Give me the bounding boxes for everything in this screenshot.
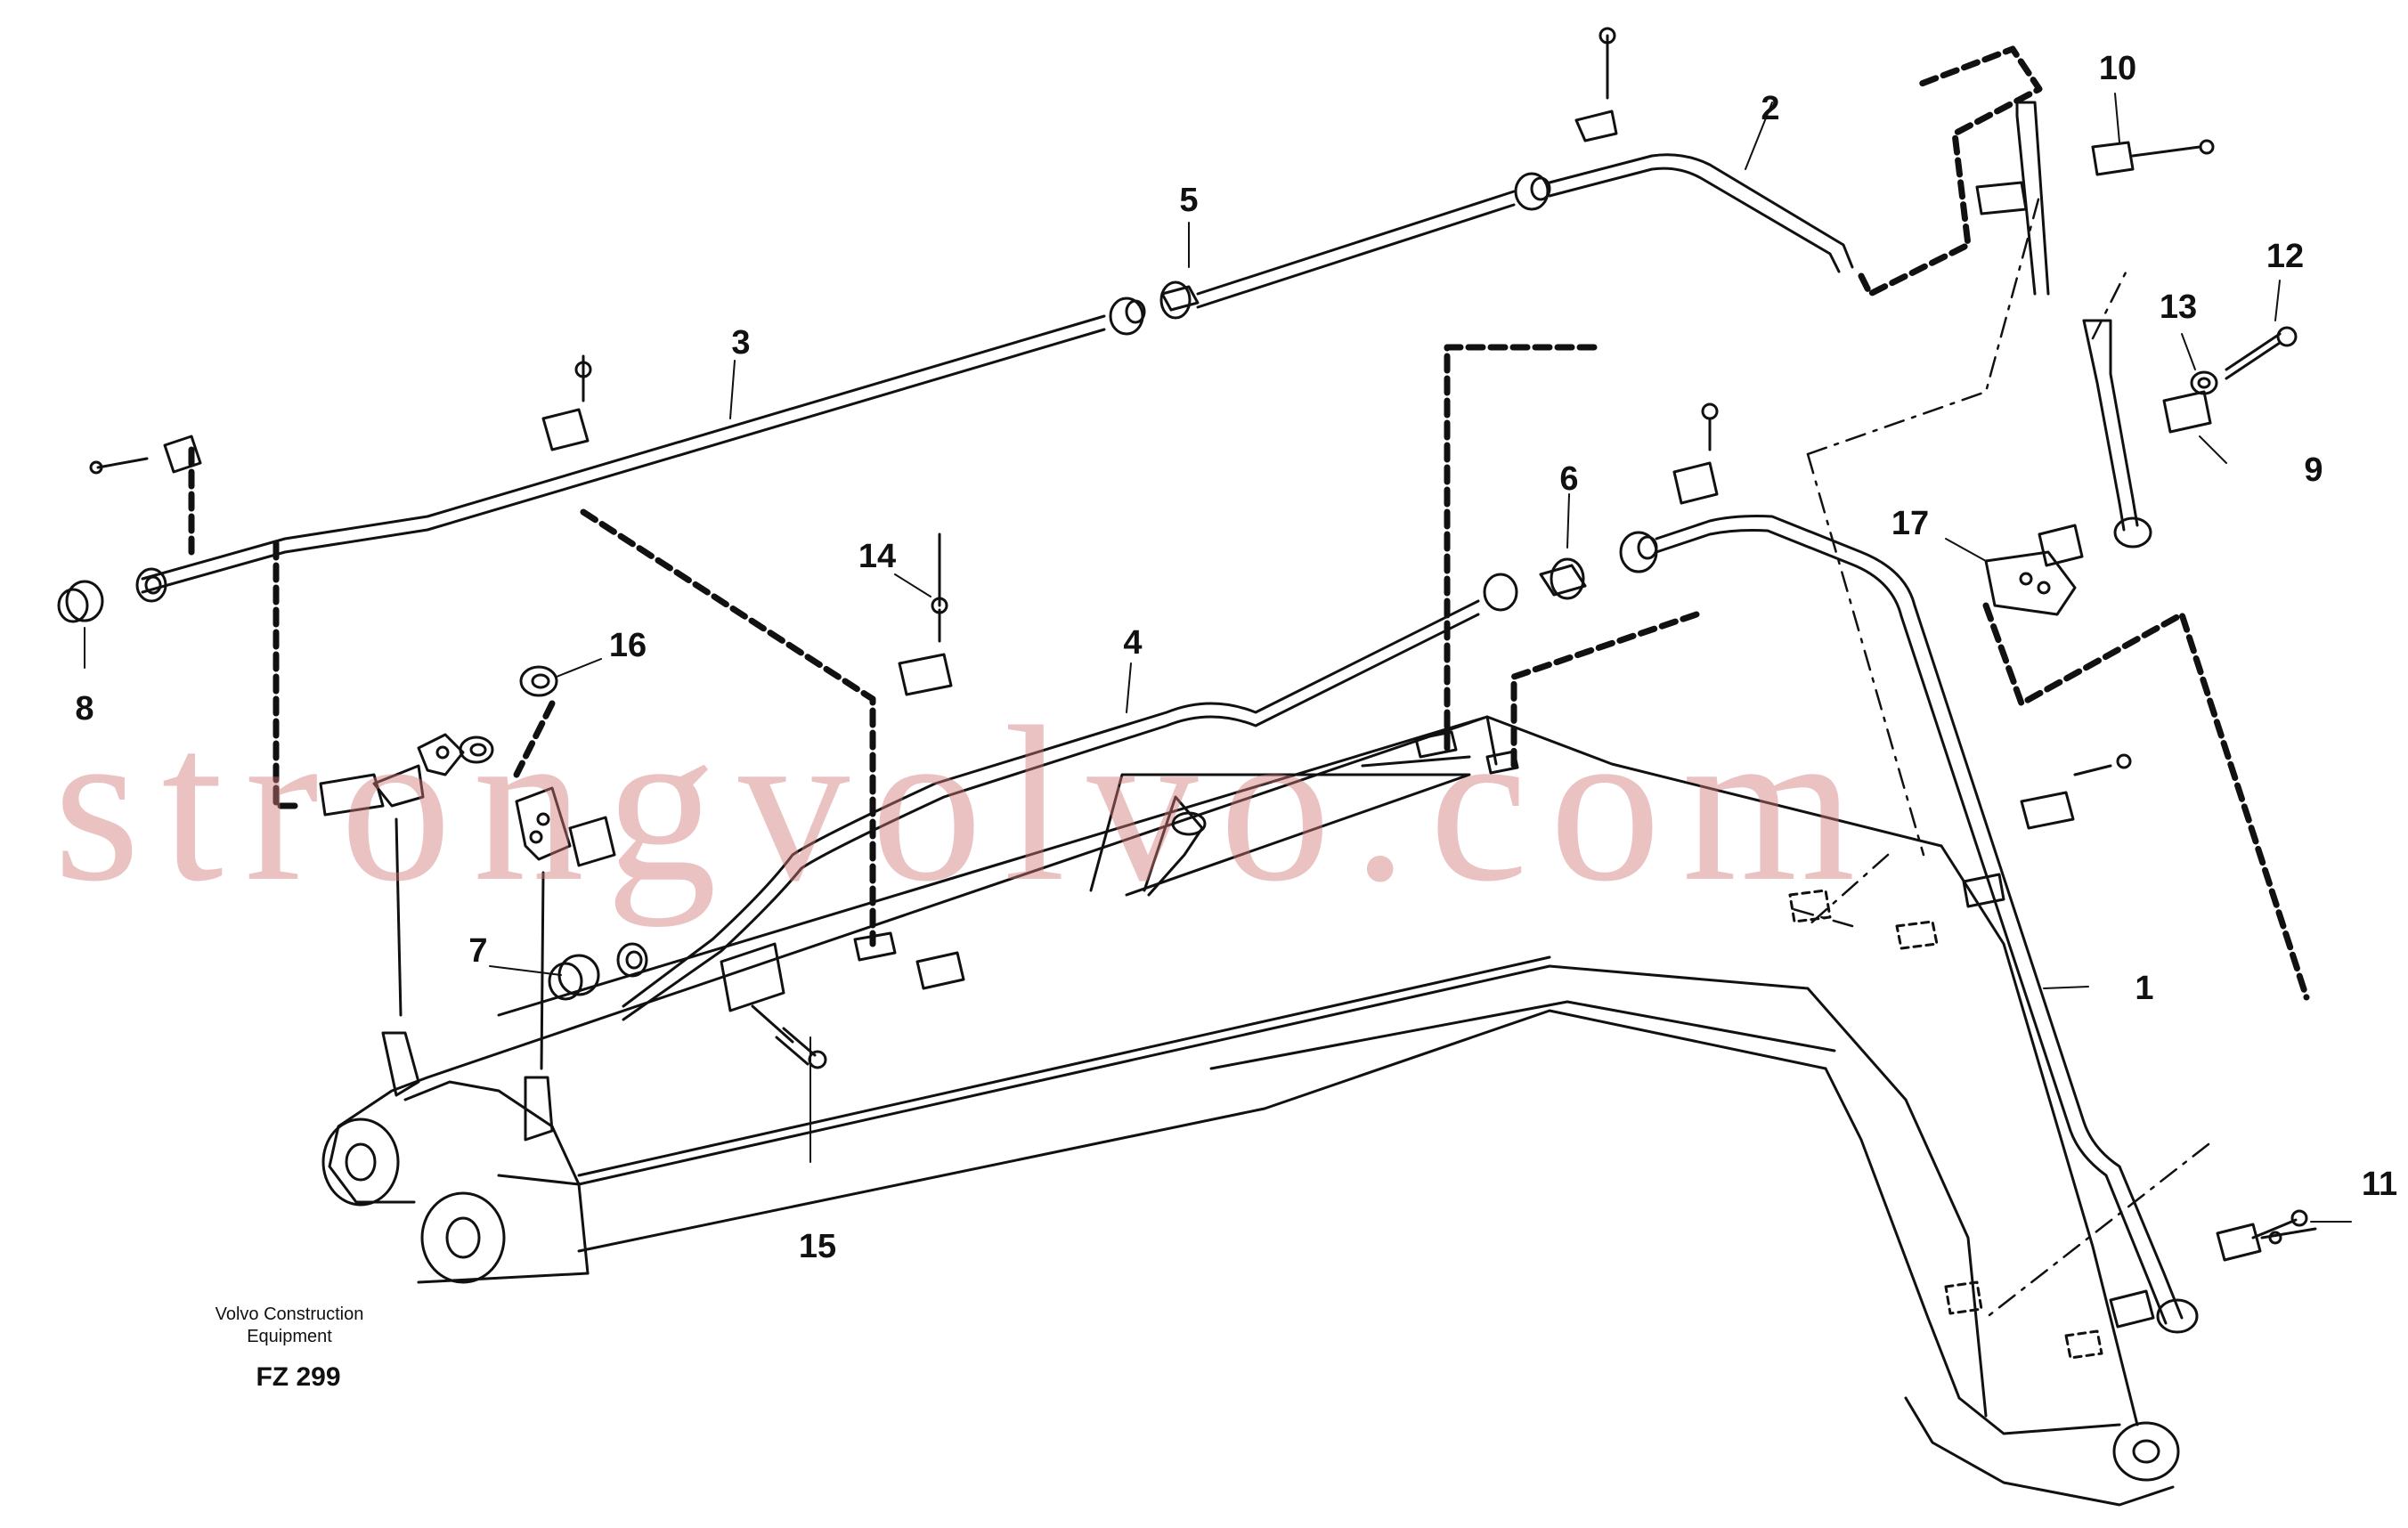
fitting-7	[548, 942, 648, 1001]
callout-leaders	[84, 93, 2352, 1223]
callout-17: 17	[1891, 505, 1930, 542]
callout-16: 16	[608, 627, 647, 664]
mount-brackets	[319, 733, 2103, 1360]
boom-outline	[321, 715, 2180, 1507]
callout-1: 1	[2135, 970, 2154, 1007]
coupling-6	[1539, 531, 1658, 600]
callout-11: 11	[2361, 1166, 2398, 1203]
pipe-1	[1655, 515, 2199, 1334]
callout-13: 13	[2159, 289, 2198, 326]
callout-9: 9	[2304, 451, 2323, 489]
pipe-3	[141, 297, 1146, 594]
pipe-upper-right	[2015, 101, 2152, 549]
clamp-guide-dashes	[188, 45, 2310, 1001]
coupling-5	[1159, 190, 1516, 320]
callout-5: 5	[1179, 182, 1199, 219]
callout-12: 12	[2266, 238, 2305, 275]
callout-15: 15	[798, 1228, 837, 1265]
company-name-line2: Equipment	[247, 1327, 332, 1346]
company-name-line1: Volvo Construction	[215, 1304, 364, 1324]
clamps	[89, 27, 2317, 1329]
pipe-2	[1514, 153, 1854, 273]
callout-10: 10	[2098, 50, 2137, 87]
fitting-8	[57, 567, 167, 623]
centerlines	[1788, 194, 2210, 1320]
callout-6: 6	[1559, 460, 1579, 498]
callout-4: 4	[1123, 624, 1143, 662]
callout-3: 3	[731, 324, 751, 362]
figure-code: FZ 299	[256, 1362, 341, 1392]
pipe-4	[622, 573, 1518, 1021]
callout-7: 7	[468, 932, 488, 970]
callout-8: 8	[75, 690, 94, 727]
nut-16	[459, 665, 558, 764]
bolts	[775, 326, 2308, 1239]
callout-14: 14	[858, 538, 897, 575]
callout-2: 2	[1761, 90, 1780, 127]
